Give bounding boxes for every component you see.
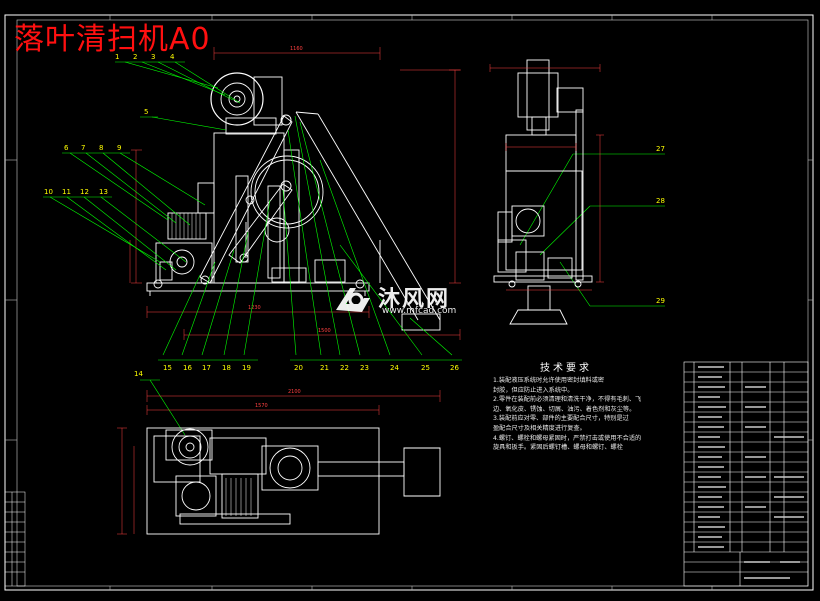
side-view-dimensions bbox=[489, 64, 604, 291]
part-label-5: 5 bbox=[144, 108, 149, 116]
revision-table bbox=[4, 491, 26, 587]
part-label-19: 19 bbox=[242, 364, 251, 372]
part-label-25: 25 bbox=[421, 364, 430, 372]
part-label-9: 9 bbox=[117, 144, 122, 152]
part-label-15: 15 bbox=[163, 364, 172, 372]
tech-line: 盈配合尺寸及相关精度进行复查。 bbox=[493, 424, 586, 432]
drawing-frame bbox=[4, 14, 814, 591]
tech-requirements-title: 技术要求 bbox=[540, 363, 592, 374]
part-label-1: 1 bbox=[115, 53, 120, 61]
tech-line: 旋具和扳手。紧固后螺钉槽、螺母和螺钉、螺栓 bbox=[493, 444, 623, 452]
part-label-26: 26 bbox=[450, 364, 459, 372]
part-label-23: 23 bbox=[360, 364, 369, 372]
part-label-14: 14 bbox=[134, 370, 143, 378]
part-label-16: 16 bbox=[183, 364, 192, 372]
top-view bbox=[146, 427, 441, 535]
tech-line: 1.装配液压系统时允许使用密封填料或密 bbox=[493, 377, 605, 384]
top-view-dimensions bbox=[117, 390, 441, 535]
part-label-20: 20 bbox=[294, 364, 303, 372]
tech-line: 边、氧化皮、锈蚀、切屑、油污、着色剂和灰尘等。 bbox=[493, 405, 636, 413]
svg-text:1230: 1230 bbox=[248, 305, 261, 311]
part-label-3: 3 bbox=[151, 53, 156, 61]
part-label-13: 13 bbox=[99, 188, 108, 196]
part-label-4: 4 bbox=[170, 53, 175, 61]
tech-line: 2.零件在装配前必须清理和清洗干净，不得有毛刺、飞 bbox=[493, 396, 642, 404]
tech-requirements: 1.装配液压系统时允许使用密封填料或密 封胶，但应防止进入系统中。 2.零件在装… bbox=[493, 376, 693, 453]
part-label-11: 11 bbox=[62, 188, 71, 196]
svg-text:1160: 1160 bbox=[290, 46, 303, 52]
watermark-brand: 沐风网 bbox=[378, 287, 451, 312]
side-view bbox=[493, 59, 593, 325]
svg-text:1500: 1500 bbox=[318, 328, 331, 334]
tech-line: 封胶，但应防止进入系统中。 bbox=[493, 386, 574, 394]
part-label-29: 29 bbox=[656, 297, 665, 305]
part-label-18: 18 bbox=[222, 364, 231, 372]
title-block bbox=[683, 361, 809, 587]
part-label-22: 22 bbox=[340, 364, 349, 372]
front-view bbox=[146, 72, 441, 331]
tech-line: 4.螺钉、螺栓和螺母紧固时，严禁打击或使用不合适的 bbox=[493, 434, 642, 442]
part-label-12: 12 bbox=[80, 188, 89, 196]
part-label-17: 17 bbox=[202, 364, 211, 372]
part-label-8: 8 bbox=[99, 144, 104, 152]
part-label-10: 10 bbox=[44, 188, 53, 196]
svg-text:2100: 2100 bbox=[288, 389, 301, 395]
part-label-28: 28 bbox=[656, 197, 665, 205]
leader-lines bbox=[43, 61, 665, 436]
part-label-21: 21 bbox=[320, 364, 329, 372]
part-label-7: 7 bbox=[81, 144, 86, 152]
watermark-url: www.mfcad.com bbox=[382, 306, 457, 316]
title-block-text bbox=[698, 366, 804, 579]
part-label-2: 2 bbox=[133, 53, 138, 61]
part-label-24: 24 bbox=[390, 364, 399, 372]
part-label-6: 6 bbox=[64, 144, 69, 152]
part-label-27: 27 bbox=[656, 145, 665, 153]
drawing-inner-frame bbox=[16, 19, 809, 587]
svg-text:1570: 1570 bbox=[255, 403, 268, 409]
tech-line: 3.装配前应对零、部件的主要配合尺寸，特别是过 bbox=[493, 415, 629, 423]
drawing-title: 落叶清扫机A0 bbox=[14, 22, 211, 57]
watermark-logo-icon bbox=[336, 288, 370, 312]
